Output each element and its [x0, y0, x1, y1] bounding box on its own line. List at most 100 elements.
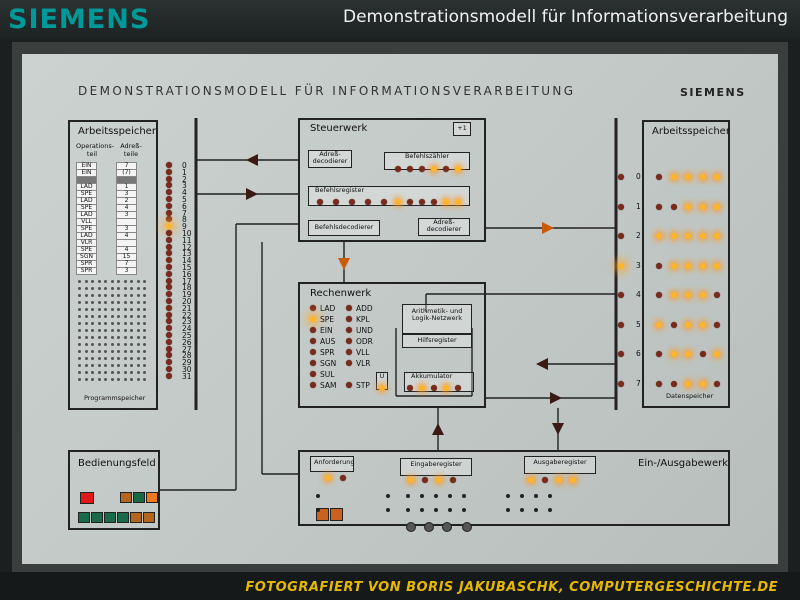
memory-slot [84, 322, 88, 325]
address-lamp [166, 223, 172, 230]
switch-dot [434, 494, 438, 498]
memory-slot [143, 343, 146, 346]
op-lamp [346, 327, 352, 333]
register-lamp [381, 199, 387, 205]
function-key[interactable] [143, 512, 155, 523]
register-lamp [455, 199, 461, 205]
memory-slot [110, 322, 114, 325]
address-number: 24 [182, 324, 192, 334]
memory-slot [91, 343, 94, 346]
memory-slot [143, 322, 146, 325]
control-unit-title: Steuerwerk [310, 123, 368, 134]
io-lamp [325, 475, 331, 481]
stop-key[interactable] [80, 492, 94, 504]
memory-slot [104, 301, 107, 304]
data-bit-lamp [714, 351, 720, 357]
memory-slot [104, 329, 107, 332]
data-bit-lamp [670, 351, 677, 357]
memory-slot [104, 364, 107, 367]
switch-dot [462, 508, 466, 512]
memory-slot [143, 364, 146, 367]
address-cell: 3 [116, 267, 137, 275]
alu-network: Arithmetik- und Logik-Netzwerk [402, 304, 472, 334]
memory-slot [110, 287, 114, 290]
instruction-decoder: Befehlsdecodierer [308, 220, 380, 236]
switch-dot [386, 508, 390, 512]
op-lamp [310, 316, 316, 322]
demo-board-panel: DEMONSTRATIONSMODELL FÜR INFORMATIONSVER… [22, 54, 778, 564]
address-decoder-top: Adreß-decodierer [308, 150, 352, 168]
memory-slot [84, 301, 88, 304]
memory-slot [136, 322, 140, 325]
data-address-lamp [618, 321, 624, 328]
memory-slot [136, 343, 140, 346]
function-key[interactable] [104, 512, 116, 523]
memory-slot [136, 364, 140, 367]
register-lamp [431, 199, 437, 205]
switch-dot [534, 508, 538, 512]
switch-dot [462, 494, 466, 498]
board-brand: SIEMENS [680, 86, 746, 99]
memory-slot [110, 315, 114, 318]
memory-slot [84, 350, 88, 353]
op-lamp [310, 371, 316, 377]
data-address-lamp [618, 174, 624, 180]
operation-cell: SPR [76, 267, 97, 275]
op-lamp [346, 316, 352, 322]
memory-slot [136, 308, 140, 311]
memory-slot [123, 322, 127, 325]
op-label: KPL [356, 315, 370, 324]
function-key[interactable] [117, 512, 129, 523]
memory-slot [117, 301, 120, 304]
io-key[interactable] [330, 508, 343, 521]
operator-panel-box: Bedienungsfeld [68, 450, 160, 530]
address-lamp [166, 243, 172, 250]
memory-slot [143, 350, 146, 353]
memory-slot [78, 329, 81, 332]
memory-slot [104, 357, 107, 360]
accumulator-lamp [419, 385, 425, 391]
function-key[interactable] [133, 492, 145, 503]
memory-slot [104, 287, 107, 290]
memory-slot [123, 280, 127, 283]
memory-slot [84, 378, 88, 381]
memory-slot [136, 371, 140, 374]
memory-slot [97, 371, 101, 374]
memory-slot [78, 315, 81, 318]
data-bit-lamp [714, 233, 720, 239]
switch-dot [548, 508, 552, 512]
data-bit-lamp [699, 262, 706, 269]
function-key[interactable] [146, 492, 158, 503]
memory-slot [91, 378, 94, 381]
memory-slot [130, 315, 133, 318]
memory-slot [91, 329, 94, 332]
address-lamp [166, 209, 172, 216]
data-bit-lamp [714, 203, 720, 210]
switch-dot [420, 508, 424, 512]
memory-slot [143, 287, 146, 290]
op-label: SPE [320, 315, 335, 324]
function-key[interactable] [78, 512, 90, 523]
memory-slot [130, 336, 133, 339]
function-key[interactable] [120, 492, 132, 503]
signal-arrow [246, 188, 258, 200]
address-number: 1 [182, 167, 187, 177]
memory-slot [117, 287, 120, 290]
address-lamp [166, 291, 172, 298]
function-key[interactable] [130, 512, 142, 523]
memory-slot [143, 336, 146, 339]
data-address-number: 7 [636, 378, 641, 388]
io-lamp [542, 477, 548, 483]
memory-slot [84, 287, 88, 290]
memory-slot [91, 315, 94, 318]
function-key[interactable] [91, 512, 103, 523]
memory-slot [123, 350, 127, 353]
address-number: 10 [182, 229, 192, 238]
rotary-switch [442, 522, 452, 532]
memory-slot [91, 350, 94, 353]
operation-column-label: Operations-teil [76, 142, 115, 158]
data-bit-lamp [685, 321, 691, 328]
address-lamp [166, 168, 172, 175]
memory-slot [117, 350, 120, 353]
data-bit-lamp [656, 262, 662, 269]
